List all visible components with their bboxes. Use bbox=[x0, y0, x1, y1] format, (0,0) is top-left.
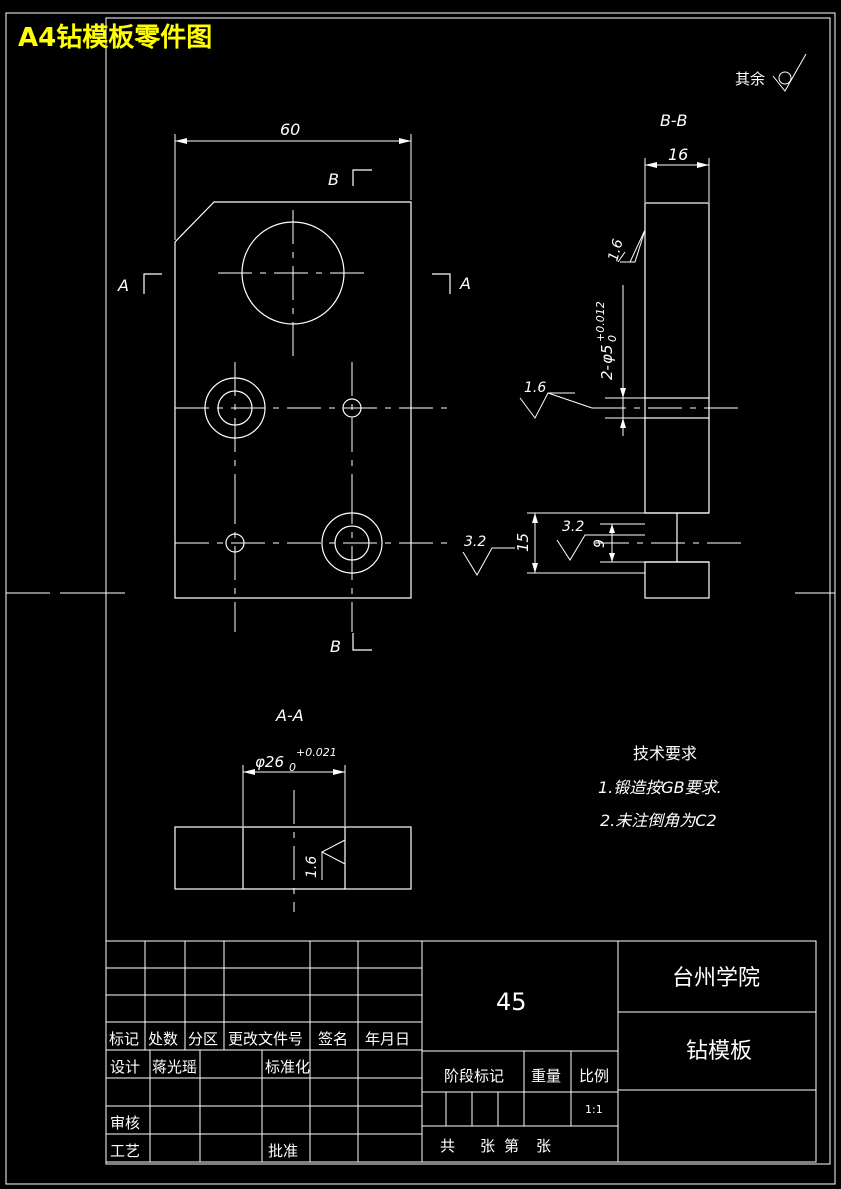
surface-roughness-note: 其余 bbox=[735, 53, 807, 92]
sheet-num-suffix: 张 bbox=[536, 1137, 551, 1155]
school-name: 台州学院 bbox=[672, 966, 760, 991]
part-name: 钻模板 bbox=[686, 1039, 752, 1064]
aa-tol-lower: 0 bbox=[289, 761, 296, 774]
section-a-left-label: A bbox=[117, 276, 129, 295]
sheet-total-suffix: 张 bbox=[480, 1137, 495, 1155]
weight-label: 重量 bbox=[531, 1067, 561, 1085]
surface-note-label: 其余 bbox=[735, 70, 765, 88]
hole-dim-main: φ5 bbox=[598, 345, 616, 364]
scale-value: 1:1 bbox=[585, 1103, 603, 1116]
header-mark: 标记 bbox=[109, 1030, 139, 1048]
section-bb-view: B-B 16 1.6 2- φ5 +0.0 bbox=[462, 111, 745, 599]
rough-top-value: 1.6 bbox=[605, 237, 626, 263]
hole-tol-lower: 0 bbox=[606, 335, 619, 342]
material-value: 45 bbox=[496, 988, 527, 1016]
technical-requirements: 技术要求 1.锻造按GB要求. 2.未注倒角为C2 bbox=[598, 744, 722, 830]
tech-req-item-1: 1.锻造按GB要求. bbox=[598, 778, 722, 797]
dim-15: 15 bbox=[514, 533, 532, 552]
aa-dim-main: φ26 bbox=[255, 753, 284, 771]
dim-9: 9 bbox=[592, 539, 608, 548]
section-aa-view: A-A φ26 +0.021 0 1.6 bbox=[174, 706, 412, 912]
design-label: 设计 bbox=[110, 1058, 140, 1076]
section-aa-label: A-A bbox=[275, 706, 304, 725]
dim-thickness-16: 16 bbox=[668, 145, 688, 164]
rough-left-value: 3.2 bbox=[464, 534, 486, 550]
sheet-total-prefix: 共 bbox=[440, 1137, 455, 1155]
review-label: 审核 bbox=[110, 1114, 140, 1132]
sheet-num-prefix: 第 bbox=[504, 1137, 519, 1155]
rough-mid-value: 1.6 bbox=[524, 380, 546, 396]
approve-label: 批准 bbox=[268, 1142, 298, 1160]
stage-label: 阶段标记 bbox=[444, 1067, 504, 1085]
designer-name: 蒋光瑶 bbox=[152, 1058, 197, 1076]
section-b-bottom-label: B bbox=[330, 637, 341, 656]
front-view: 60 B B A A bbox=[117, 120, 471, 656]
title-block: 45 台州学院 钻模板 标记 处数 分区 更改文件号 签名 年月日 设计 蒋光瑶… bbox=[105, 940, 817, 1163]
header-date: 年月日 bbox=[365, 1030, 410, 1048]
section-bb-label: B-B bbox=[660, 111, 687, 130]
hole-dim-prefix: 2- bbox=[598, 365, 616, 380]
rough-inner-value: 3.2 bbox=[562, 519, 584, 535]
standard-label: 标准化 bbox=[265, 1058, 310, 1076]
aa-rough-value: 1.6 bbox=[304, 856, 320, 878]
header-change-doc: 更改文件号 bbox=[228, 1030, 303, 1048]
aa-tol-upper: +0.021 bbox=[296, 746, 337, 759]
hole-tol-upper: +0.012 bbox=[594, 301, 607, 342]
tech-req-item-2: 2.未注倒角为C2 bbox=[600, 811, 717, 830]
scale-label: 比例 bbox=[579, 1067, 609, 1085]
section-a-right-label: A bbox=[459, 274, 471, 293]
drawing-title: A4钻模板零件图 bbox=[18, 23, 212, 53]
header-zone: 分区 bbox=[188, 1030, 218, 1048]
tech-req-title: 技术要求 bbox=[633, 744, 697, 763]
section-b-top-label: B bbox=[328, 170, 339, 189]
dim-width-60: 60 bbox=[280, 120, 300, 139]
header-signature: 签名 bbox=[318, 1030, 348, 1048]
process-label: 工艺 bbox=[110, 1142, 140, 1160]
header-count: 处数 bbox=[148, 1030, 178, 1048]
sheet-border bbox=[5, 12, 836, 1185]
